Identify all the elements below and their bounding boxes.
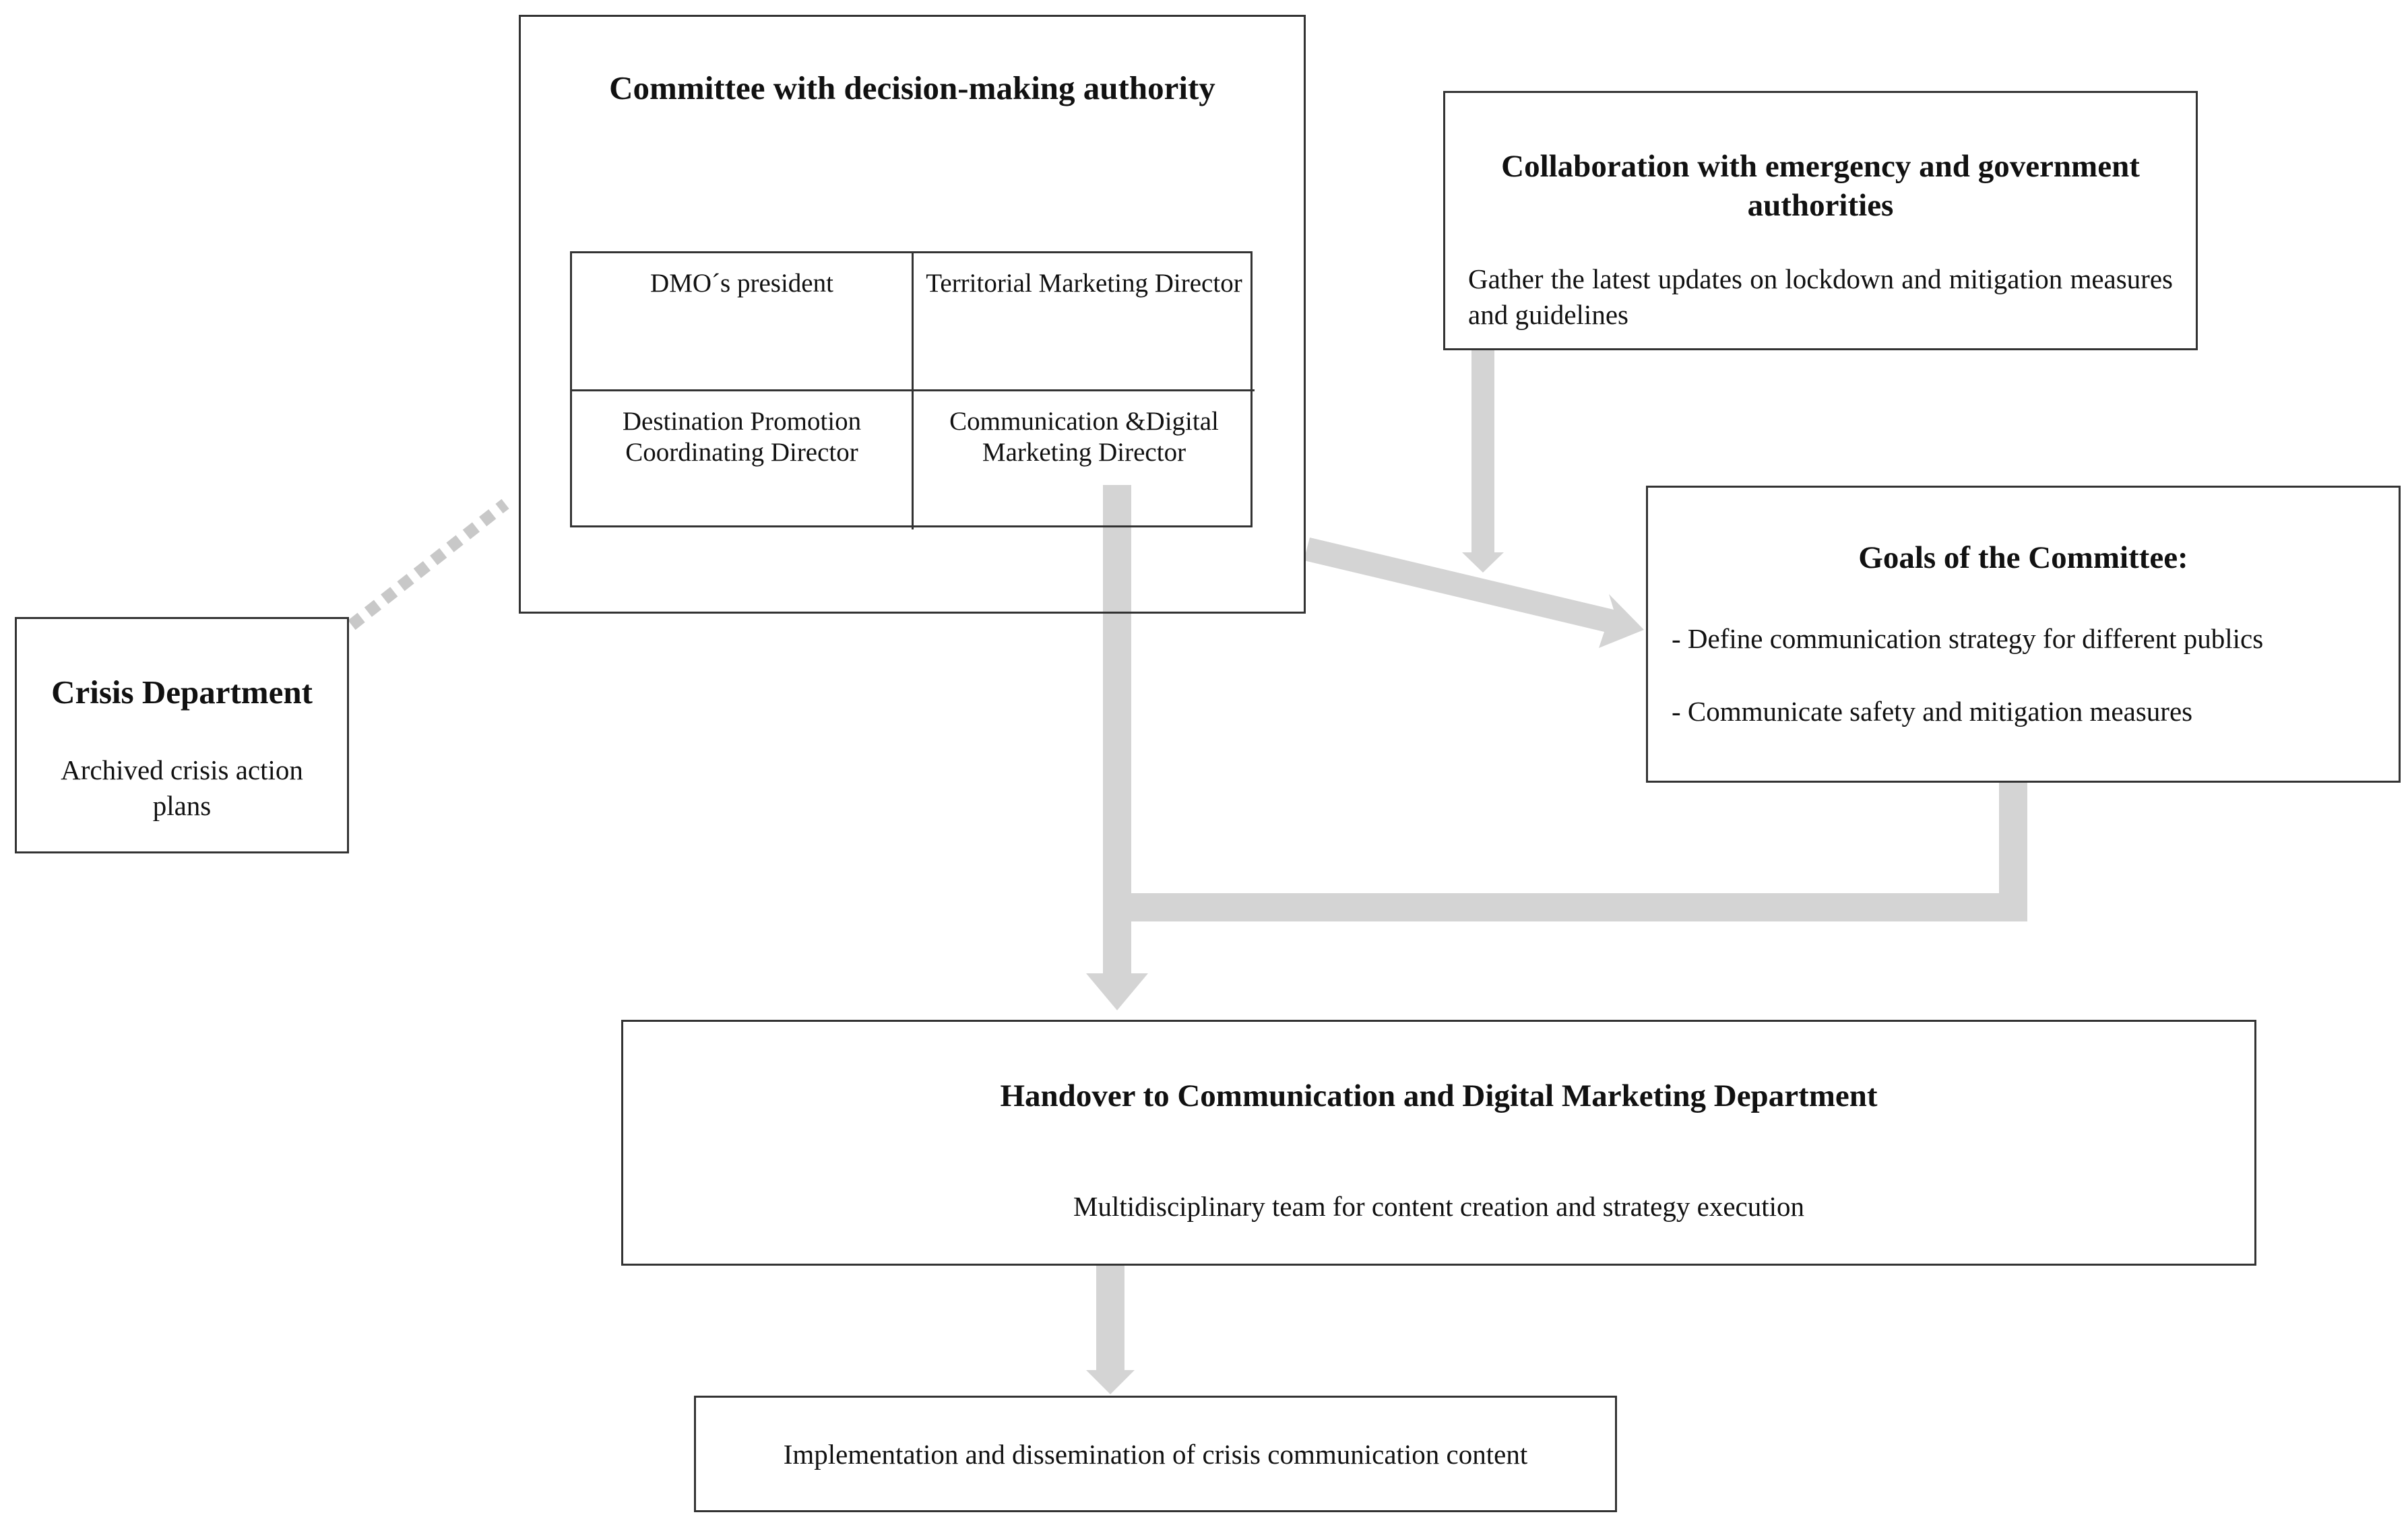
handover-title: Handover to Communication and Digital Ma…: [1000, 1078, 1878, 1113]
implementation-description: Implementation and dissemination of cris…: [783, 1439, 1528, 1470]
handover-description: Multidisciplinary team for content creat…: [1073, 1191, 1804, 1222]
dotted-link-crisis-committee: [348, 498, 509, 630]
crisis-department-description: Archived crisis action plans: [61, 754, 303, 821]
goals-return-horizontal: [1131, 893, 2027, 921]
member-cell-destination-promotion: Destination Promotion Coordinating Direc…: [572, 391, 914, 529]
arrow-collab-to-goals-head: [1462, 552, 1504, 573]
arrow-handover-to-impl-shaft: [1096, 1266, 1124, 1370]
member-cell-president: DMO´s president: [572, 253, 914, 391]
implementation-box: Implementation and dissemination of cris…: [694, 1396, 1617, 1512]
arrow-handover-to-impl-head: [1086, 1370, 1135, 1394]
collaboration-box: Collaboration with emergency and governm…: [1443, 91, 2198, 350]
crisis-department-box: Crisis Department Archived crisis action…: [15, 617, 349, 853]
crisis-department-title: Crisis Department: [51, 674, 313, 711]
committee-title: Committee with decision-making authority: [609, 69, 1215, 106]
arrow-committee-to-goals: [1304, 538, 1644, 648]
collaboration-title: Collaboration with emergency and governm…: [1501, 149, 2140, 223]
goals-title: Goals of the Committee:: [1858, 540, 2188, 575]
arrow-collab-to-goals-shaft: [1471, 350, 1494, 552]
committee-member-grid: DMO´s president Territorial Marketing Di…: [570, 251, 1255, 529]
arrow-committee-to-handover-head: [1086, 973, 1148, 1010]
member-cell-communication-digital: Communication &Digital Marketing Directo…: [949, 407, 1219, 467]
goal-item: - Communicate safety and mitigation meas…: [1672, 696, 2193, 727]
collaboration-description: Gather the latest updates on lockdown an…: [1468, 263, 2173, 330]
handover-box: Handover to Communication and Digital Ma…: [621, 1020, 2256, 1266]
goal-item: - Define communication strategy for diff…: [1672, 623, 2264, 654]
member-cell-territorial-marketing: Territorial Marketing Director: [914, 253, 1255, 391]
committee-box: Committee with decision-making authority…: [519, 15, 1306, 614]
arrow-committee-to-handover-shaft: [1103, 485, 1131, 973]
goals-box: Goals of the Committee: - Define communi…: [1646, 486, 2401, 783]
